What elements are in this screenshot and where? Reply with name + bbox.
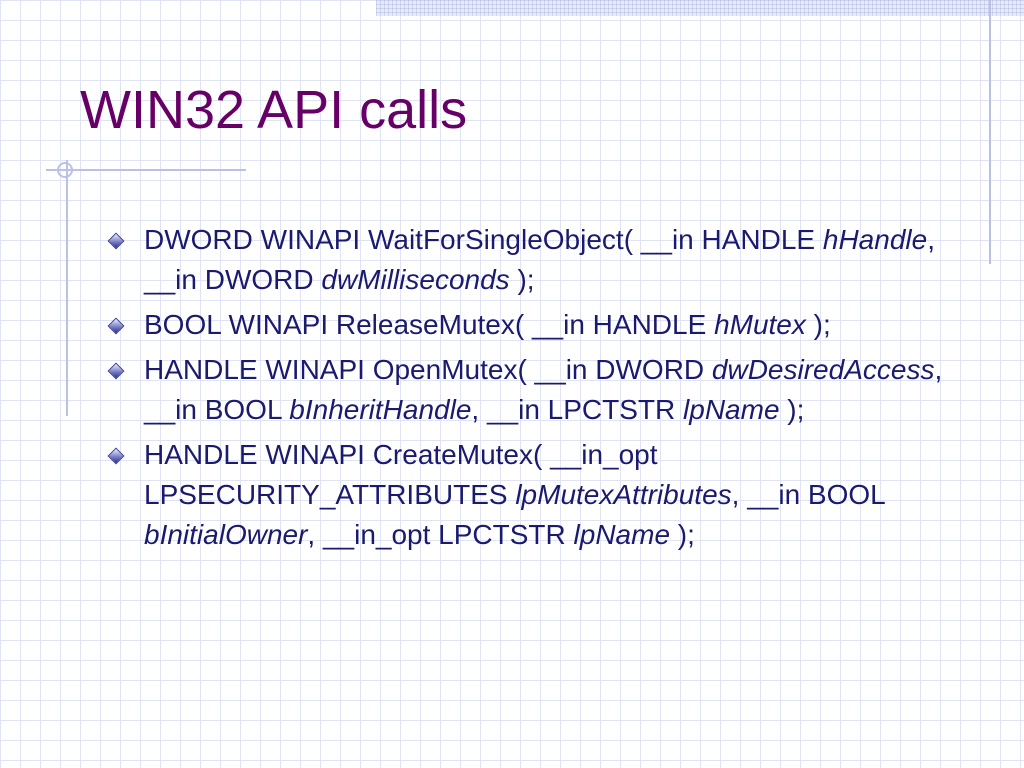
bullet-param-name: lpName <box>573 519 671 550</box>
bullet-param-name: lpMutexAttributes <box>515 479 732 510</box>
bullet-text-run: , __in BOOL <box>144 354 943 425</box>
top-decor-bar <box>376 0 1024 16</box>
crosshair-circle-icon <box>57 162 73 178</box>
bullet-text: DWORD WINAPI WaitForSingleObject( __in H… <box>144 224 935 295</box>
diamond-bullet-icon <box>107 317 125 335</box>
bullet-item: HANDLE WINAPI OpenMutex( __in DWORD dwDe… <box>107 350 948 430</box>
bullet-text-run: HANDLE WINAPI CreateMutex( __in_opt LPSE… <box>144 439 658 510</box>
bullet-param-name: dwMilliseconds <box>321 264 510 295</box>
bullet-text: BOOL WINAPI ReleaseMutex( __in HANDLE hM… <box>144 309 831 340</box>
diamond-bullet-icon <box>107 447 125 465</box>
bullet-text-run: ); <box>779 394 805 425</box>
bullet-text-run: , __in BOOL <box>731 479 885 510</box>
bullet-text-run: ); <box>805 309 831 340</box>
bullet-param-name: hMutex <box>714 309 806 340</box>
slide-title: WIN32 API calls <box>80 80 468 140</box>
bullet-param-name: bInheritHandle <box>289 394 472 425</box>
bullet-text-run: DWORD WINAPI WaitForSingleObject( __in H… <box>144 224 823 255</box>
bullet-text-run: BOOL WINAPI ReleaseMutex( __in HANDLE <box>144 309 715 340</box>
bullet-text-run: ); <box>670 519 695 550</box>
title-underline <box>46 169 246 171</box>
right-decor-line <box>989 0 991 264</box>
bullet-text-run: , __in LPCTSTR <box>471 394 684 425</box>
bullet-item: BOOL WINAPI ReleaseMutex( __in HANDLE hM… <box>107 305 948 345</box>
bullet-item: HANDLE WINAPI CreateMutex( __in_opt LPSE… <box>107 435 948 555</box>
diamond-bullet-icon <box>107 362 125 380</box>
bullet-text-run: , __in DWORD <box>144 224 935 295</box>
bullet-text: HANDLE WINAPI OpenMutex( __in DWORD dwDe… <box>144 354 942 425</box>
bullet-param-name: hHandle <box>822 224 928 255</box>
bullet-text-run: ); <box>509 264 535 295</box>
bullet-text: HANDLE WINAPI CreateMutex( __in_opt LPSE… <box>144 439 885 550</box>
bullet-param-name: bInitialOwner <box>144 519 308 550</box>
bullet-list: DWORD WINAPI WaitForSingleObject( __in H… <box>107 220 948 560</box>
bullet-param-name: dwDesiredAccess <box>711 354 935 385</box>
bullet-param-name: lpName <box>683 394 780 425</box>
bullet-text-run: , __in_opt LPCTSTR <box>307 519 574 550</box>
bullet-item: DWORD WINAPI WaitForSingleObject( __in H… <box>107 220 948 300</box>
bullet-text-run: HANDLE WINAPI OpenMutex( __in DWORD <box>144 354 712 385</box>
diamond-bullet-icon <box>107 232 125 250</box>
left-decor-line <box>66 160 68 416</box>
